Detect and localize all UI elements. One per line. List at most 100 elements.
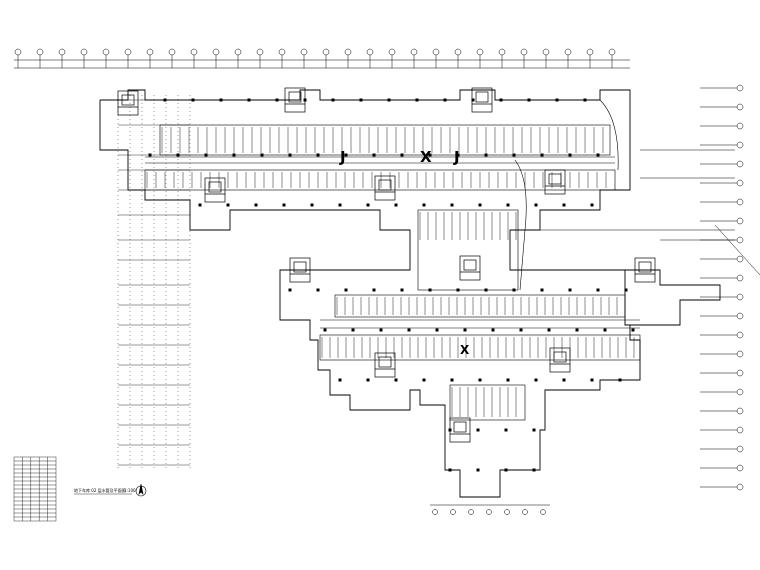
column [394,378,398,382]
column [450,203,454,207]
grid-bubble [102,48,110,56]
grid-bubble [36,48,44,56]
column [540,153,544,157]
column [504,428,508,432]
column [428,288,432,292]
column [204,153,208,157]
column [338,378,342,382]
column [435,328,439,332]
column [379,328,383,332]
column [562,378,566,382]
column [219,98,223,102]
column [254,203,258,207]
grid-bubble [540,509,546,515]
grid-bubble [476,48,484,56]
column [288,288,292,292]
column [596,153,600,157]
column [534,203,538,207]
grid-bubble [736,426,744,434]
stair-core [374,175,396,201]
grid-bubble [468,509,474,515]
grid-bubble [504,509,510,515]
grid-bubble [498,48,506,56]
column [456,288,460,292]
stair-core [459,255,481,281]
column [400,153,404,157]
grid-bubble [736,103,744,111]
grid-bubble [256,48,264,56]
column [344,153,348,157]
column [387,98,391,102]
column [547,328,551,332]
stair-core [634,257,656,283]
grid-bubble [736,255,744,263]
column [331,98,335,102]
column [443,98,447,102]
column [603,328,607,332]
column [415,98,419,102]
stair-cores [117,87,656,443]
elevator-shaft [553,351,567,363]
column [372,288,376,292]
grid-bubble [736,407,744,415]
column [512,288,516,292]
elevator-shaft [453,421,467,433]
stair-core [471,87,493,113]
zone-marker-x-upper: X [420,148,432,166]
grid-bubble [736,236,744,244]
elevator-shaft [548,173,562,185]
grid-bubble [450,509,456,515]
column [394,203,398,207]
column [484,153,488,157]
grid-bubble [564,48,572,56]
column [232,153,236,157]
column [484,288,488,292]
structural-columns [148,98,635,472]
grid-bubble [736,312,744,320]
grid-bubble [190,48,198,56]
grid-bubble [322,48,330,56]
column [323,328,327,332]
column [316,153,320,157]
grid-bubble [736,141,744,149]
grid-bubble [300,48,308,56]
column [631,328,635,332]
grid-bubble [366,48,374,56]
column [463,328,467,332]
stair-core [549,347,571,373]
elevator-shaft [463,259,477,271]
grid-bubble [736,84,744,92]
elevator-shaft [288,91,302,103]
column [568,288,572,292]
grid-bubble [608,48,616,56]
grid-bubble [736,274,744,282]
column [448,428,452,432]
column [366,378,370,382]
grid-bubble [736,293,744,301]
column [568,153,572,157]
elevator-shaft [378,179,392,191]
grid-bubble [432,509,438,515]
column [456,153,460,157]
column [338,203,342,207]
column [288,153,292,157]
grid-bubble [432,48,440,56]
column [491,328,495,332]
column [247,98,251,102]
column [450,378,454,382]
drawing-scale: 1:100 [124,488,136,493]
column [351,328,355,332]
grid-bubble [80,48,88,56]
column [366,203,370,207]
column [519,328,523,332]
column [407,328,411,332]
grid-bubble [586,48,594,56]
grid-bubble [520,48,528,56]
column [359,98,363,102]
column [310,203,314,207]
column [400,288,404,292]
grid-bubble [234,48,242,56]
grid-bubble [124,48,132,56]
column [372,153,376,157]
column [303,98,307,102]
